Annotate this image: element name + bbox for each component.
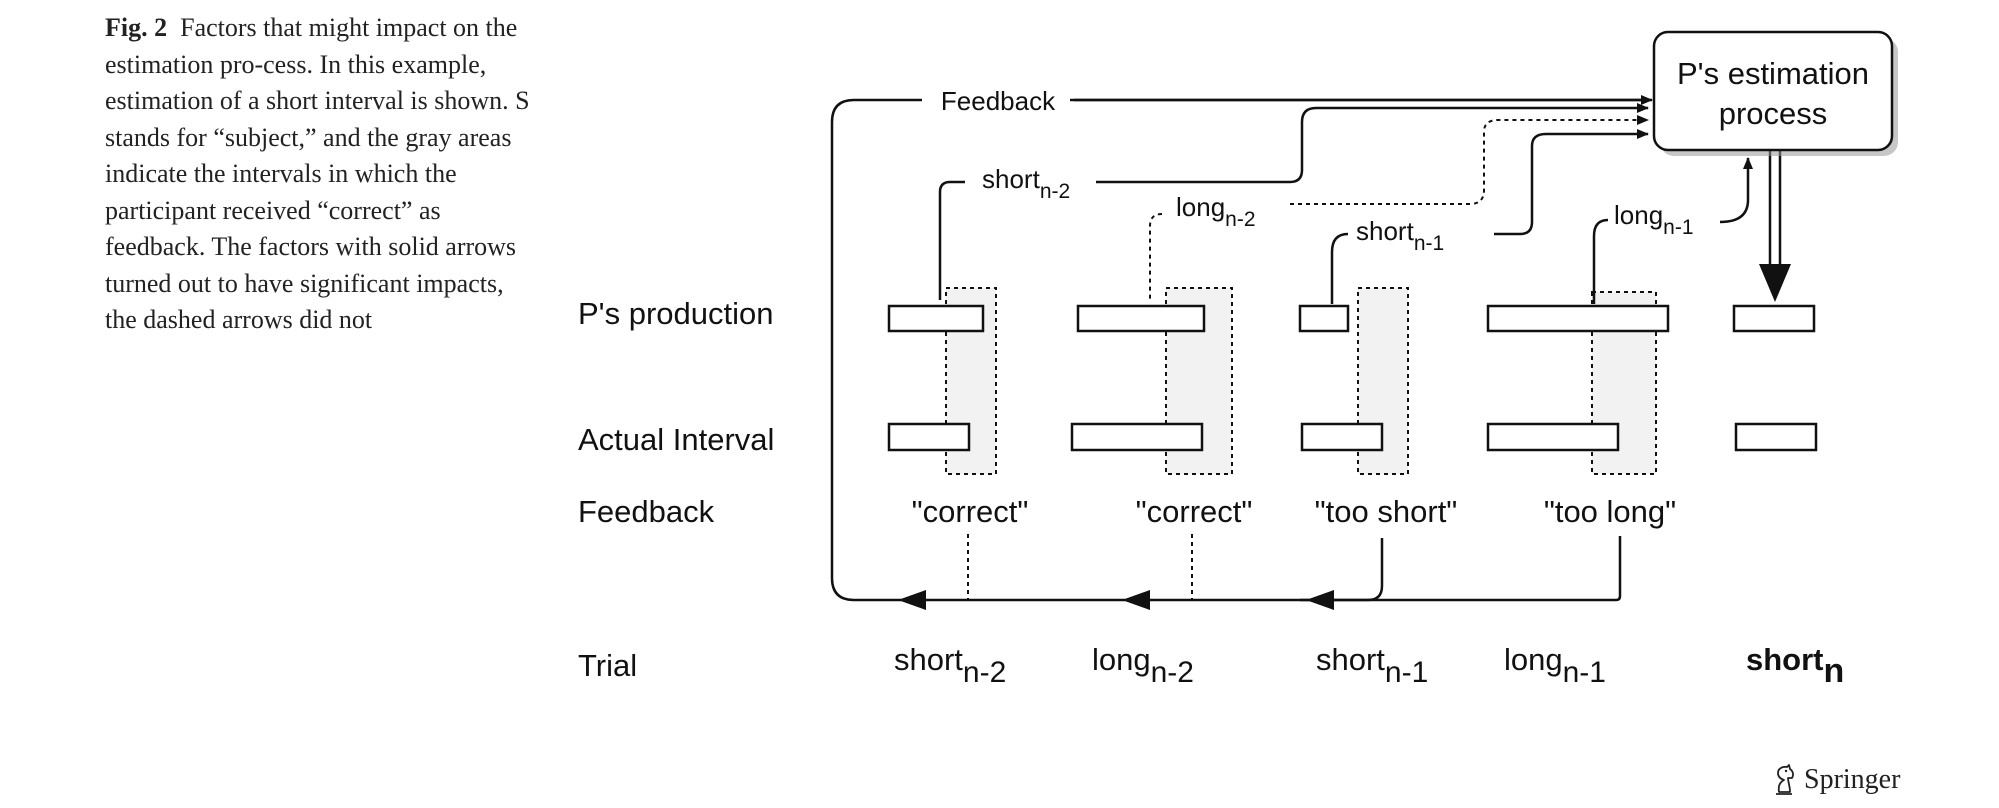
short-n1-connector [1494, 129, 1649, 236]
production-bar-1 [887, 304, 985, 333]
upper-label-short-n2-base: short [982, 164, 1041, 194]
trial-label-2: longn-2 [1092, 642, 1194, 689]
actual-bar-2 [1070, 422, 1204, 452]
trial-label-4-base: long [1504, 642, 1563, 677]
process-output-arrow [1759, 148, 1791, 302]
feedback-value-2: "correct" [1136, 494, 1253, 529]
trial-label-2-base: long [1092, 642, 1151, 677]
feedback-line-label: Feedback [941, 86, 1056, 116]
feedback-value-4: "too long" [1544, 494, 1676, 529]
long-n2-drop [1149, 213, 1163, 300]
bottom-arrowhead-3 [1306, 590, 1334, 610]
trial-label-2-sub: n-2 [1151, 656, 1194, 689]
bottom-arrowhead-2 [1122, 590, 1150, 610]
figure-label: Fig. 2 [105, 13, 168, 42]
upper-label-long-n1-sub: n-1 [1663, 216, 1693, 239]
production-bars [887, 304, 1816, 333]
feedback-value-1: "correct" [912, 494, 1029, 529]
upper-label-short-n2-sub: n-2 [1040, 180, 1070, 203]
trial-label-current-sub: n [1824, 652, 1845, 690]
row-label-trial: Trial [578, 648, 637, 683]
upper-label-long-n2-base: long [1176, 192, 1225, 222]
trial-label-1-sub: n-2 [963, 656, 1006, 689]
publisher-name: Springer [1804, 764, 1901, 795]
bottom-arrowhead-1 [898, 590, 926, 610]
short-n2-connector [1096, 103, 1649, 184]
trial-label-4-sub: n-1 [1563, 656, 1606, 689]
actual-interval-bars [887, 422, 1818, 452]
upper-label-long-n2-sub: n-2 [1225, 208, 1255, 231]
upper-label-long-n1-base: long [1614, 200, 1663, 230]
long-n2-connector [1290, 115, 1649, 205]
trial-label-3-base: short [1316, 642, 1385, 677]
row-label-actual: Actual Interval [578, 422, 774, 457]
trial-label-3-sub: n-1 [1385, 656, 1428, 689]
row-label-production: P's production [578, 296, 773, 331]
production-bar-5 [1732, 304, 1816, 333]
long-n1-connector [1719, 157, 1753, 224]
upper-label-short-n1-sub: n-1 [1414, 232, 1444, 255]
production-bar-3 [1298, 304, 1350, 333]
caption-text: Factors that might impact on the estimat… [105, 13, 530, 334]
row-label-feedback: Feedback [578, 494, 715, 529]
actual-bar-1 [887, 422, 971, 452]
trial-label-1-base: short [894, 642, 963, 677]
trial-label-current-base: short [1746, 642, 1824, 677]
process-box [1652, 30, 1894, 152]
production-bar-4 [1486, 304, 1670, 333]
actual-bar-4 [1486, 422, 1620, 452]
short-n1-drop [1330, 232, 1349, 304]
actual-bar-5 [1734, 422, 1818, 452]
upper-label-short-n2: shortn-2 [982, 164, 1070, 203]
upper-label-long-n2: longn-2 [1176, 192, 1256, 231]
long-n1-drop [1592, 218, 1609, 304]
publisher-logo: Springer [1770, 762, 1900, 798]
upper-label-short-n1: shortn-1 [1356, 216, 1444, 255]
feedback-value-3: "too short" [1315, 494, 1458, 529]
actual-bar-3 [1300, 422, 1384, 452]
too-short-feedback-connector [1300, 538, 1384, 602]
short-n2-drop [938, 180, 965, 300]
upper-label-long-n1: longn-1 [1614, 200, 1694, 239]
production-bar-2 [1076, 304, 1206, 333]
process-box-line1: P's estimation [1677, 56, 1869, 91]
springer-knight-icon [1776, 764, 1794, 795]
upper-label-short-n1-base: short [1356, 216, 1415, 246]
bottom-line-arrowheads [898, 590, 1334, 610]
trial-label-4: longn-1 [1504, 642, 1606, 689]
trial-label-current: shortn [1746, 642, 1844, 690]
figure-caption: Fig. 2 Factors that might impact on the … [105, 10, 530, 339]
process-box-line2: process [1719, 96, 1828, 131]
trial-label-3: shortn-1 [1316, 642, 1428, 689]
trial-label-1: shortn-2 [894, 642, 1006, 689]
